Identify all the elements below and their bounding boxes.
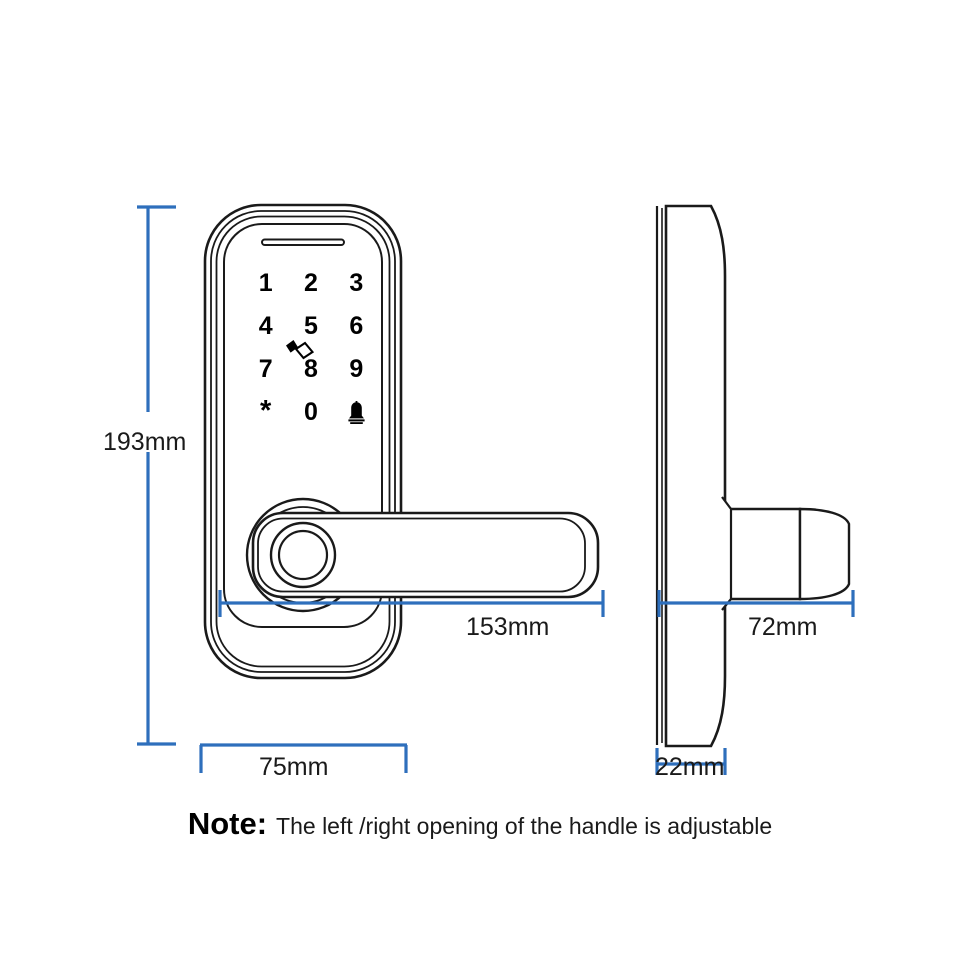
key-0[interactable]: 0 (304, 398, 318, 426)
side-handle-neck (721, 496, 733, 611)
dimension-handle-reach-153mm (218, 590, 605, 617)
panel-bezel-ring-3 (215, 215, 391, 668)
dimension-label-depth: 72mm (748, 613, 818, 641)
dimension-depth-72mm (657, 590, 855, 617)
side-handle-shaft (723, 507, 802, 601)
side-handle-cap (798, 507, 851, 601)
front-handle-group (245, 497, 600, 613)
doorbell-icon (348, 400, 365, 424)
dimension-panel-thickness-22mm (655, 748, 727, 775)
key-3[interactable]: 3 (349, 269, 364, 297)
key-9[interactable]: 9 (349, 355, 364, 383)
key-7[interactable]: 7 (258, 355, 273, 383)
note-row: Note: The left /right opening of the hand… (0, 806, 960, 842)
dimension-label-handle-reach: 153mm (466, 613, 550, 641)
touch-keypad[interactable]: 1 2 3 4 5 6 7 8 9 * 0 (243, 262, 379, 434)
dimension-label-panel-thickness: 22mm (655, 753, 725, 781)
key-1[interactable]: 1 (258, 269, 273, 297)
dimension-label-height: 193mm (103, 428, 187, 456)
fingerprint-sensor-inner-ring (277, 529, 329, 581)
key-star[interactable]: * (260, 395, 272, 427)
side-panel-profile (664, 204, 727, 748)
key-4[interactable]: 4 (258, 312, 273, 340)
key-doorbell[interactable] (334, 391, 379, 434)
key-8[interactable]: 8 (304, 355, 318, 383)
note-label: Note: (187, 806, 268, 841)
card-key-icon (286, 340, 315, 360)
note-text: The left /right opening of the handle is… (276, 813, 773, 839)
card-key-icon-wrap (284, 337, 318, 361)
side-panel-group (655, 204, 851, 748)
lever-handle-inner (257, 517, 586, 593)
panel-bezel-ring-2 (210, 210, 396, 673)
dimension-label-panel-width: 75mm (259, 753, 329, 781)
key-2[interactable]: 2 (304, 269, 318, 297)
dimension-panel-width-75mm (199, 743, 408, 773)
indicator-slot (261, 238, 345, 246)
dimension-height-193mm (137, 205, 176, 746)
key-5[interactable]: 5 (304, 312, 318, 340)
lever-handle-outer (251, 511, 600, 599)
key-6[interactable]: 6 (349, 312, 364, 340)
